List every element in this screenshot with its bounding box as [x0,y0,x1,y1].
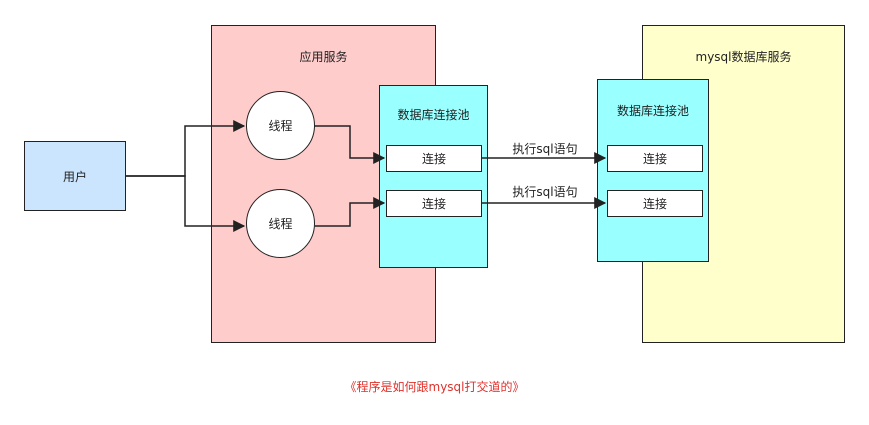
user-label: 用户 [62,169,87,184]
edge-sql-label-1: 执行sql语句 [512,142,577,156]
thread-node-1: 线程 [246,91,315,160]
app-connection-2: 连接 [386,190,482,217]
thread-label-2: 线程 [268,217,293,231]
mysql-connection-pool-title: 数据库连接池 [616,104,689,118]
mysql-connection-2: 连接 [607,190,703,217]
app-connection-pool-title: 数据库连接池 [397,108,470,122]
thread-label-1: 线程 [268,119,293,133]
app-connection-1: 连接 [386,145,482,172]
thread-node-2: 线程 [246,189,315,258]
mysql-service-title: mysql数据库服务 [695,50,792,64]
user-node: 用户 [24,141,126,211]
diagram-caption: 《程序是如何跟mysql打交道的》 [344,380,525,394]
mysql-connection-label-1: 连接 [642,152,667,166]
app-connection-pool: 数据库连接池 [379,85,488,268]
app-connection-label-1: 连接 [421,152,446,166]
app-connection-label-2: 连接 [421,197,446,211]
app-service-title: 应用服务 [299,50,348,64]
mysql-connection-1: 连接 [607,145,703,172]
edge-sql-label-2: 执行sql语句 [512,185,577,199]
mysql-connection-label-2: 连接 [642,197,667,211]
